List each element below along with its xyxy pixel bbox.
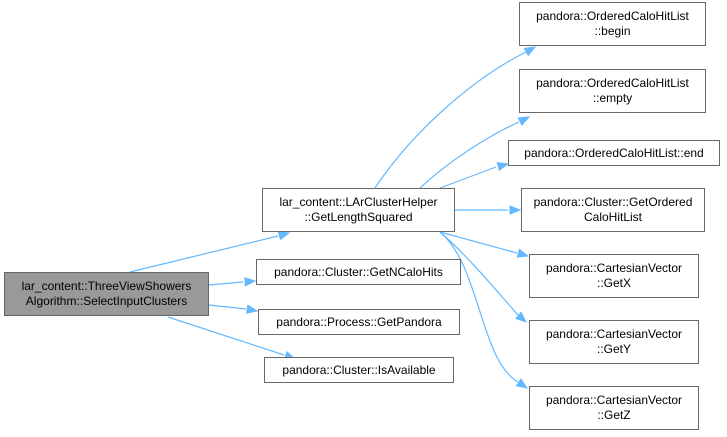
arrowhead-gety (514, 311, 528, 323)
node-label-line: pandora::Cluster::IsAvailable (282, 362, 436, 377)
node-label-line: ::GetY (596, 342, 631, 356)
node-ordered-calo-hit-list-empty[interactable]: pandora::OrderedCaloHitList ::empty (519, 69, 706, 113)
edge-getlen-to-gety (439, 231, 519, 316)
node-process-get-pandora[interactable]: pandora::Process::GetPandora (258, 309, 460, 335)
edge-getlen-to-begin (374, 51, 527, 189)
node-label-line: pandora::CartesianVector (545, 327, 683, 341)
edge-root-to-isavail (167, 316, 285, 356)
node-cartesian-vector-get-y[interactable]: pandora::CartesianVector ::GetY (529, 320, 699, 364)
node-ordered-calo-hit-list-begin[interactable]: pandora::OrderedCaloHitList ::begin (519, 2, 706, 46)
arrowhead-end (496, 161, 510, 172)
node-label-line: pandora::OrderedCaloHitList::end (524, 145, 704, 160)
edge-root-to-getlen (129, 235, 279, 273)
node-cluster-get-n-calo-hits[interactable]: pandora::Cluster::GetNCaloHits (256, 259, 461, 285)
edge-root-to-getncalo (208, 281, 244, 286)
node-cluster-get-ordered-calo-hit-list[interactable]: pandora::Cluster::GetOrdered CaloHitList (521, 188, 705, 232)
node-cartesian-vector-get-z[interactable]: pandora::CartesianVector ::GetZ (529, 386, 699, 430)
node-label-line: pandora::Cluster::GetNCaloHits (274, 264, 443, 279)
edge-root-to-getpand (208, 304, 247, 310)
node-label-line: ::GetLengthSquared (304, 210, 413, 224)
node-label-line: ::begin (594, 24, 631, 38)
node-label-line: ::GetZ (597, 408, 631, 422)
node-label-line: pandora::OrderedCaloHitList (536, 76, 689, 90)
node-cartesian-vector-get-x[interactable]: pandora::CartesianVector ::GetX (529, 254, 699, 298)
node-label-line: pandora::Cluster::GetOrdered (533, 195, 693, 209)
node-three-view-showers-select-input-clusters: lar_content::ThreeViewShowers Algorithm:… (4, 272, 209, 316)
node-label-line: lar_content::ThreeViewShowers (21, 279, 192, 293)
edge-getlen-to-getx (439, 231, 518, 254)
node-label-line: pandora::Process::GetPandora (276, 314, 442, 329)
arrowhead-getlen (277, 231, 291, 241)
arrowhead-getncalo (244, 277, 257, 287)
node-label-line: CaloHitList (583, 210, 643, 224)
arrowhead-getord (509, 205, 522, 215)
node-label-line: ::empty (592, 91, 633, 105)
node-label-line: lar_content::LArClusterHelper (279, 195, 438, 209)
edge-getlen-to-empty (419, 121, 520, 189)
node-label-line: pandora::CartesianVector (545, 261, 683, 275)
node-ordered-calo-hit-list-end[interactable]: pandora::OrderedCaloHitList::end (508, 140, 720, 166)
arrowhead-empty (517, 116, 531, 126)
node-lar-cluster-helper-get-length-squared[interactable]: lar_content::LArClusterHelper ::GetLengt… (262, 188, 455, 232)
arrowhead-getz (515, 378, 529, 389)
node-label-line: ::GetX (596, 276, 631, 290)
node-label-line: Algorithm::SelectInputClusters (25, 294, 188, 308)
node-cluster-is-available[interactable]: pandora::Cluster::IsAvailable (264, 357, 454, 383)
arrowhead-getpand (245, 304, 259, 314)
node-label-line: pandora::OrderedCaloHitList (536, 9, 689, 23)
arrowhead-begin (523, 46, 537, 57)
edge-getlen-to-getz (439, 231, 519, 383)
edge-getlen-to-end (439, 166, 497, 189)
node-label-line: pandora::CartesianVector (545, 393, 683, 407)
arrowhead-getx (516, 248, 530, 258)
